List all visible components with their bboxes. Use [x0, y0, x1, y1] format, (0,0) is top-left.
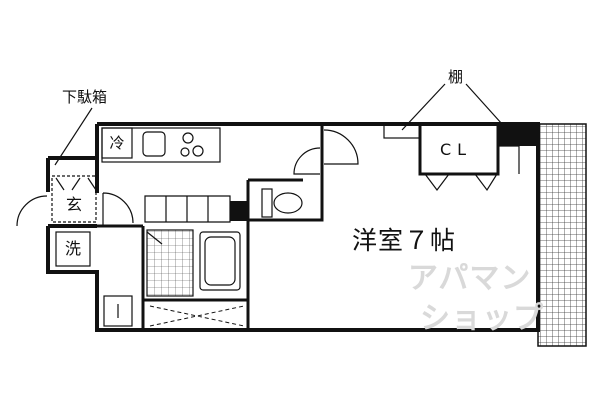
shelf-label: 棚 [448, 68, 464, 86]
watermark-line2: ショップ [420, 301, 544, 336]
room-label: 洋室７帖 [352, 226, 457, 255]
entrance-area [51, 175, 133, 327]
refrigerator-label: 冷 [109, 133, 125, 152]
wash-basin-icon [103, 295, 133, 327]
closet-label: CL [440, 140, 473, 159]
interior-walls [97, 124, 500, 330]
closet-doors [424, 173, 498, 192]
refrigerator-box [101, 127, 133, 159]
entrance-label: 玄 [65, 195, 82, 214]
stove-burner-icon [182, 132, 194, 144]
stove-burner-icon [180, 147, 190, 157]
under-storage [149, 305, 245, 327]
outer-walls [46, 122, 540, 332]
shelf [383, 123, 520, 174]
watermark-line1: アパマン [408, 261, 532, 296]
sink-icon [142, 131, 166, 157]
balcony [537, 123, 587, 347]
bathtub-icon [199, 231, 241, 291]
toilet-icon [261, 188, 303, 218]
leader-lines [54, 83, 503, 166]
shoe-box-label: 下駄箱 [62, 88, 108, 106]
washer-label: 洗 [64, 239, 81, 258]
washer-box [55, 231, 91, 267]
door-swings [16, 129, 359, 227]
kitchen-counter [101, 127, 231, 223]
bathroom [146, 229, 241, 297]
columns [230, 124, 538, 221]
stove-burner-icon [192, 145, 204, 157]
